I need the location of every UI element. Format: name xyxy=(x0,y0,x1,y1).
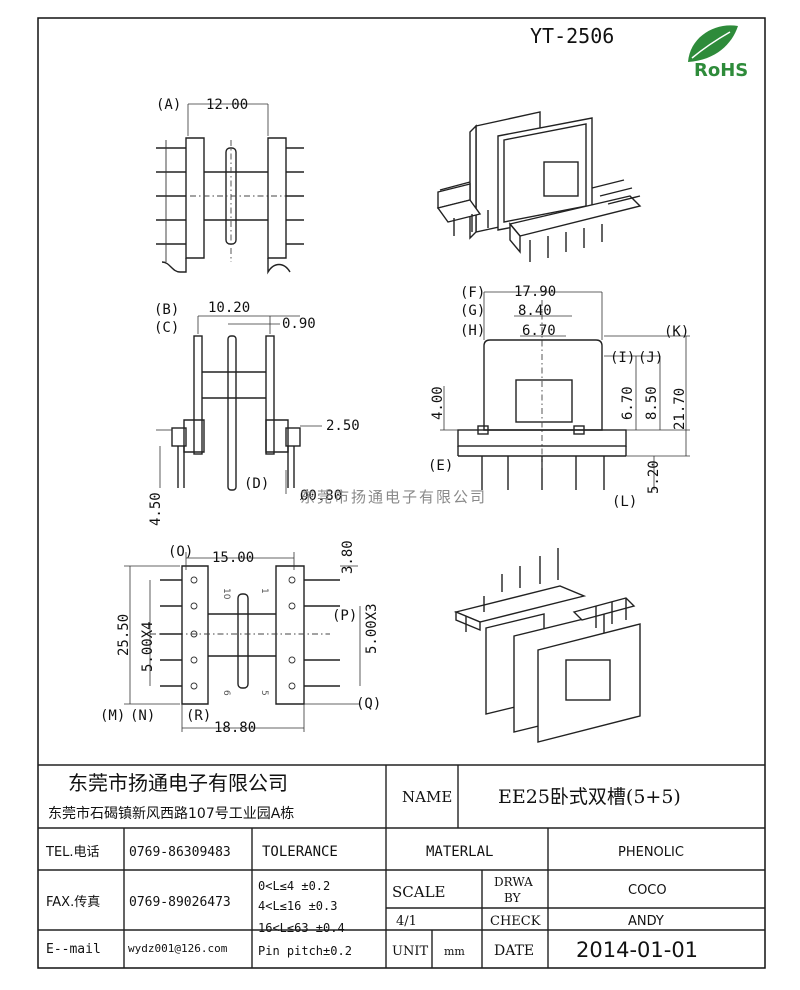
rohs-logo: RoHS xyxy=(688,25,748,81)
dim-value-F: 17.90 xyxy=(514,284,556,300)
fax-value: 0769-89026473 xyxy=(129,895,231,910)
dim-label-A: (A) xyxy=(156,97,181,113)
check-value: ANDY xyxy=(628,914,664,929)
tolerance-row-1: 0<L≤4 ±0.2 xyxy=(258,879,330,893)
tolerance-row-3: 16<L≤63 ±0.4 xyxy=(258,921,345,935)
dim-value-R: 18.80 xyxy=(214,720,256,736)
sheet-border xyxy=(37,17,766,969)
drawn-by-label-2: BY xyxy=(504,891,522,905)
dim-value-P: 5.00X3 xyxy=(364,603,380,654)
dim-value-D: Ø0.80 xyxy=(300,488,342,504)
dim-label-D: (D) xyxy=(244,476,269,492)
drawn-by-label-1: DRWA xyxy=(494,875,533,889)
dim-label-R: (R) xyxy=(186,708,211,724)
pin-number-10: 10 xyxy=(221,588,231,600)
dim-label-J: (J) xyxy=(638,350,663,366)
tolerance-row-2: 4<L≤16 ±0.3 xyxy=(258,899,337,913)
date-value: 2014-01-01 xyxy=(576,938,698,962)
dim-label-I: (I) xyxy=(610,350,635,366)
pin-number-5: 5 xyxy=(259,690,269,696)
fax-label: FAX.传真 xyxy=(46,895,100,910)
dim-value-G: 8.40 xyxy=(518,303,552,319)
material-label: MATERLAL xyxy=(426,844,493,860)
tolerance-label: TOLERANCE xyxy=(262,844,338,860)
dim-label-G: (G) xyxy=(460,303,485,319)
tolerance-row-4: Pin pitch±0.2 xyxy=(258,944,352,958)
date-label: DATE xyxy=(494,943,534,959)
name-label: NAME xyxy=(402,788,452,806)
dim-label-L: (L) xyxy=(612,494,637,510)
dim-label-E: (E) xyxy=(428,458,453,474)
dim-value-A: 12.00 xyxy=(206,97,248,113)
dim-value-slot: 2.50 xyxy=(326,418,360,434)
dim-label-H: (H) xyxy=(460,323,485,339)
unit-value: mm xyxy=(444,945,465,958)
view-iso-top xyxy=(436,111,642,262)
dim-label-C: (C) xyxy=(154,320,179,336)
dim-label-Q: (Q) xyxy=(356,696,381,712)
drawn-by-value: COCO xyxy=(628,883,667,898)
title-block: 东莞市扬通电子有限公司 东莞市石碣镇新风西路107号工业园A栋 NAME EE2… xyxy=(38,764,765,968)
rohs-text: RoHS xyxy=(694,60,748,81)
dim-label-M: (M) xyxy=(100,708,125,724)
dim-value-J: 8.50 xyxy=(644,386,660,420)
company-name: 东莞市扬通电子有限公司 xyxy=(68,771,288,795)
dim-value-I: 6.70 xyxy=(620,386,636,420)
dim-label-N: (N) xyxy=(130,708,155,724)
scale-label: SCALE xyxy=(392,883,446,901)
pin-number-6: 6 xyxy=(221,690,231,696)
dim-value-O: 15.00 xyxy=(212,550,254,566)
dim-label-O: (O) xyxy=(168,544,193,560)
dim-value-E: 4.00 xyxy=(430,386,446,420)
dim-value-L: 5.20 xyxy=(646,460,662,494)
view-bottom: 10 6 1 5 (O) 15.00 3.80 (P) 5.00X3 25.50… xyxy=(100,540,381,736)
view-side: (B) (C) 10.20 0.90 2.50 (D) Ø0.80 4.50 xyxy=(148,300,360,526)
email-value: wydz001@126.com xyxy=(128,942,228,955)
dim-value-B: 10.20 xyxy=(208,300,250,316)
pin-number-1: 1 xyxy=(259,588,269,594)
dim-label-K: (K) xyxy=(664,324,689,340)
part-number: YT-2506 xyxy=(530,24,614,48)
dim-label-B: (B) xyxy=(154,302,179,318)
dim-value-pin-length: 4.50 xyxy=(148,492,164,526)
view-front-dims: (F) 17.90 (G) 8.40 (H) 6.70 (K) (I) (J) … xyxy=(428,284,690,510)
dim-value-H: 6.70 xyxy=(522,323,556,339)
dim-label-F: (F) xyxy=(460,285,485,301)
tel-label: TEL.电话 xyxy=(45,845,100,860)
unit-label: UNIT xyxy=(392,944,428,959)
company-address: 东莞市石碣镇新风西路107号工业园A栋 xyxy=(48,805,294,822)
tel-value: 0769-86309483 xyxy=(129,845,231,860)
dim-label-P: (P) xyxy=(332,608,357,624)
dim-value-C: 0.90 xyxy=(282,316,316,332)
watermark: 东莞市扬通电子有限公司 xyxy=(300,488,487,506)
dim-value-total-height: 25.50 xyxy=(116,614,132,656)
view-iso-bottom xyxy=(453,548,641,743)
check-label: CHECK xyxy=(490,914,541,929)
part-name: EE25卧式双槽(5+5) xyxy=(498,786,681,808)
view-front-top: (A) 12.00 xyxy=(156,97,304,275)
email-label: E--mail xyxy=(46,942,101,957)
dim-value-top-gap: 3.80 xyxy=(340,540,356,574)
dim-value-K: 21.70 xyxy=(672,388,688,430)
material-value: PHENOLIC xyxy=(618,845,684,860)
scale-value: 4/1 xyxy=(396,914,417,929)
dim-value-N: 5.00X4 xyxy=(140,621,156,672)
